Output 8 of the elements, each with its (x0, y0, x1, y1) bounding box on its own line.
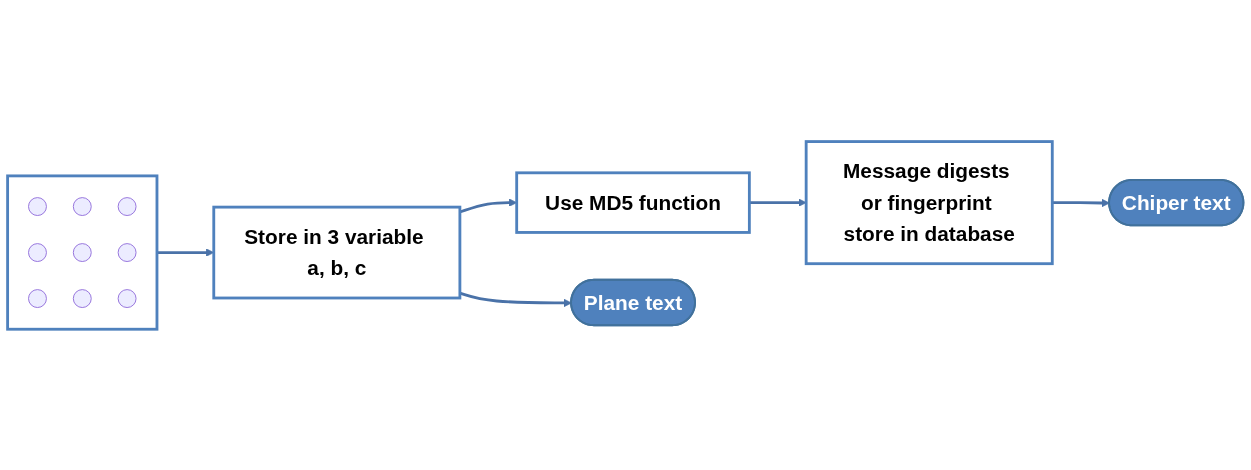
arrow (459, 291, 572, 307)
arrow (1052, 198, 1110, 207)
node-box (212, 205, 462, 299)
node-box (515, 171, 751, 234)
node-picture (6, 174, 159, 331)
node-box (804, 139, 1054, 265)
flowchart: Store in 3 variable a, b, c Use MD5 function Message digests or fingerprint store in database Plane text Chiper text (0, 133, 1251, 337)
arrow (749, 198, 807, 207)
